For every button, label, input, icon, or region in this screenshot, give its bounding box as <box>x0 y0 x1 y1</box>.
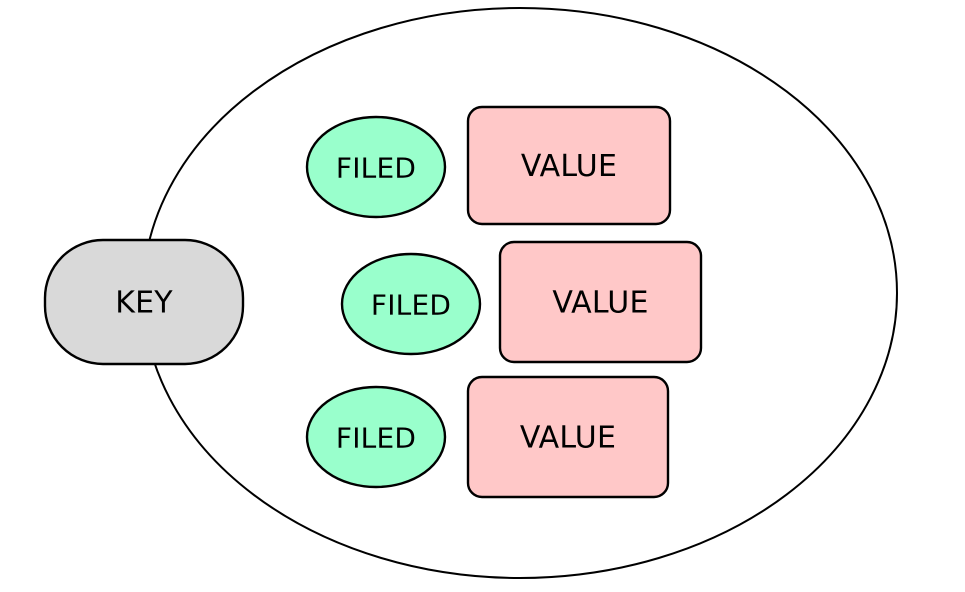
field-label-3: FILED <box>336 422 416 455</box>
value-box-1[interactable] <box>466 105 672 226</box>
field-ellipse-1[interactable] <box>305 115 447 219</box>
key-label: KEY <box>115 286 173 321</box>
record-row-2: FILED VALUE <box>340 240 703 364</box>
value-box-2[interactable] <box>498 240 703 364</box>
record-row-3: FILED VALUE <box>305 375 670 499</box>
value-box-3[interactable] <box>466 375 670 499</box>
key-box[interactable] <box>43 238 245 366</box>
record-row-1: FILED VALUE <box>305 105 672 226</box>
value-label-1: VALUE <box>521 149 617 184</box>
value-label-2: VALUE <box>552 286 648 321</box>
field-ellipse-2[interactable] <box>340 252 482 356</box>
field-ellipse-3[interactable] <box>305 385 447 489</box>
field-label-2: FILED <box>371 289 451 322</box>
key-node[interactable]: KEY <box>43 238 245 366</box>
value-label-3: VALUE <box>520 421 616 456</box>
field-label-1: FILED <box>336 152 416 185</box>
